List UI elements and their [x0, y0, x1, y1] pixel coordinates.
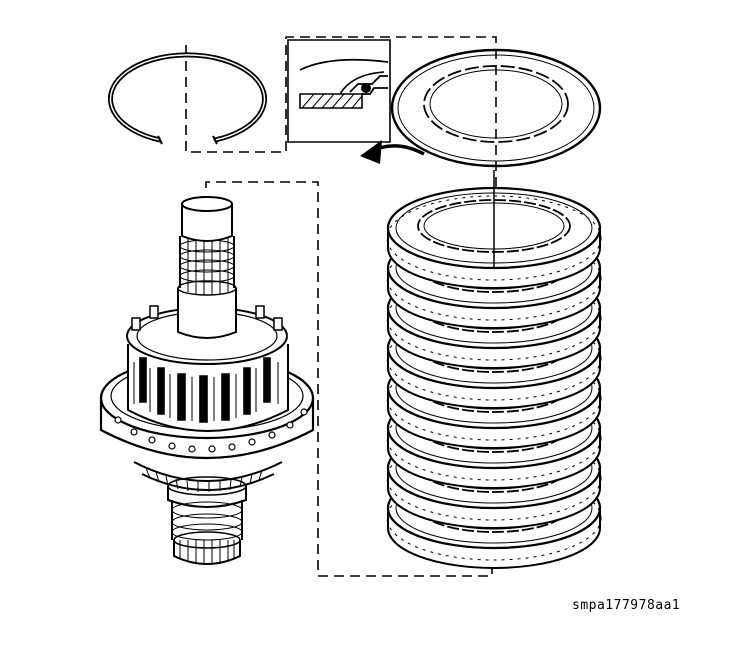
clutch-plate-stack — [387, 170, 601, 568]
figure-reference-code: smpa177978aa1 — [572, 598, 681, 613]
snap-ring — [111, 55, 265, 144]
leader-lines — [186, 37, 496, 576]
snap-ring-detail-inset — [288, 40, 390, 142]
backing-plate — [392, 50, 600, 166]
clutch-hub-shaft-assembly — [101, 197, 313, 565]
direction-arrow — [360, 140, 424, 164]
